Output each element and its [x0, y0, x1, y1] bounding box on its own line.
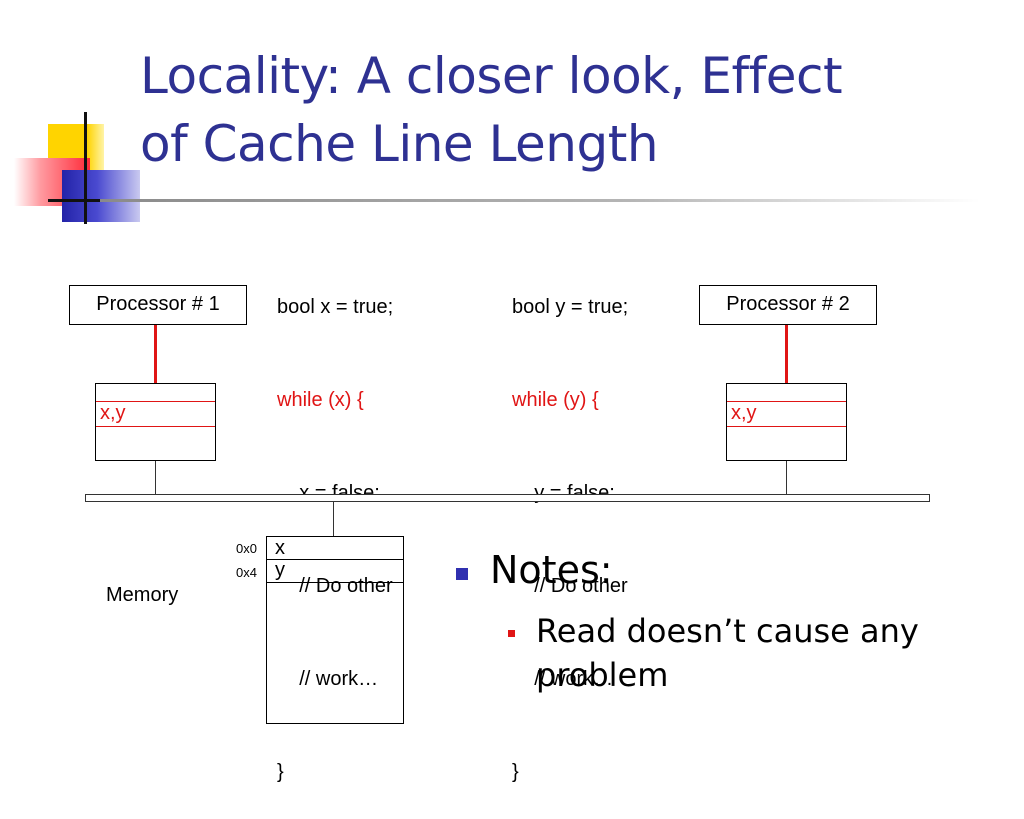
title-underline-rule: [100, 199, 980, 202]
cache-1-bus-link: [155, 461, 156, 495]
memory-cell-y: y: [275, 559, 285, 581]
cache-2: x,y: [726, 383, 847, 461]
slide-title: Locality: A closer look, Effect of Cache…: [140, 42, 1010, 178]
code-line: }: [512, 761, 519, 783]
processor-1-cache-link: [154, 325, 157, 385]
logo-blue-gradient: [62, 170, 140, 222]
notes-item: Read doesn’t cause any problem: [536, 612, 919, 694]
code-line: // work…: [277, 668, 379, 690]
memory-cell-x: x: [275, 537, 285, 559]
cache-1-line-label: x,y: [100, 402, 126, 424]
processor-2-label: Processor # 2: [726, 293, 850, 315]
bullet-square-icon: [456, 568, 468, 580]
system-bus: [85, 494, 930, 502]
cache-2-line-bottom: [727, 426, 846, 427]
code-line: // work…: [512, 668, 614, 690]
processor-2-box: Processor # 2: [699, 285, 877, 325]
code-line: bool y = true;: [512, 296, 629, 318]
logo-vertical-line: [84, 112, 87, 224]
cache-1-line-top: [96, 401, 215, 402]
slide-title-line-2: of Cache Line Length: [140, 115, 659, 173]
memory-label: Memory: [106, 584, 179, 606]
slide-title-line-1: Locality: A closer look, Effect: [140, 47, 843, 105]
logo-horizontal-line: [48, 199, 120, 202]
cache-1-line-bottom: [96, 426, 215, 427]
memory-row-divider: [267, 582, 403, 583]
memory-row-divider: [267, 559, 403, 560]
code-line: bool x = true;: [277, 296, 394, 318]
code-block-processor-1: bool x = true; while (x) { x = false; //…: [277, 230, 393, 819]
code-line: }: [277, 761, 284, 783]
memory-block: x y: [266, 536, 404, 724]
processor-1-label: Processor # 1: [96, 293, 220, 315]
sub-bullet-square-icon: [508, 630, 515, 637]
memory-address-1: 0x4: [236, 565, 257, 580]
cache-2-bus-link: [786, 461, 787, 495]
code-block-processor-2: bool y = true; while (y) { y = false; //…: [512, 230, 628, 819]
memory-address-0: 0x0: [236, 541, 257, 556]
code-line-loop: while (y) {: [512, 389, 599, 411]
code-line: // Do other: [512, 575, 628, 597]
code-line-loop: while (x) {: [277, 389, 364, 411]
cache-2-line-top: [727, 401, 846, 402]
cache-2-line-label: x,y: [731, 402, 757, 424]
notes-heading: Notes:: [490, 548, 613, 592]
cache-1: x,y: [95, 383, 216, 461]
code-line: // Do other: [277, 575, 393, 597]
processor-2-cache-link: [785, 325, 788, 385]
memory-bus-link: [333, 502, 334, 537]
processor-1-box: Processor # 1: [69, 285, 247, 325]
